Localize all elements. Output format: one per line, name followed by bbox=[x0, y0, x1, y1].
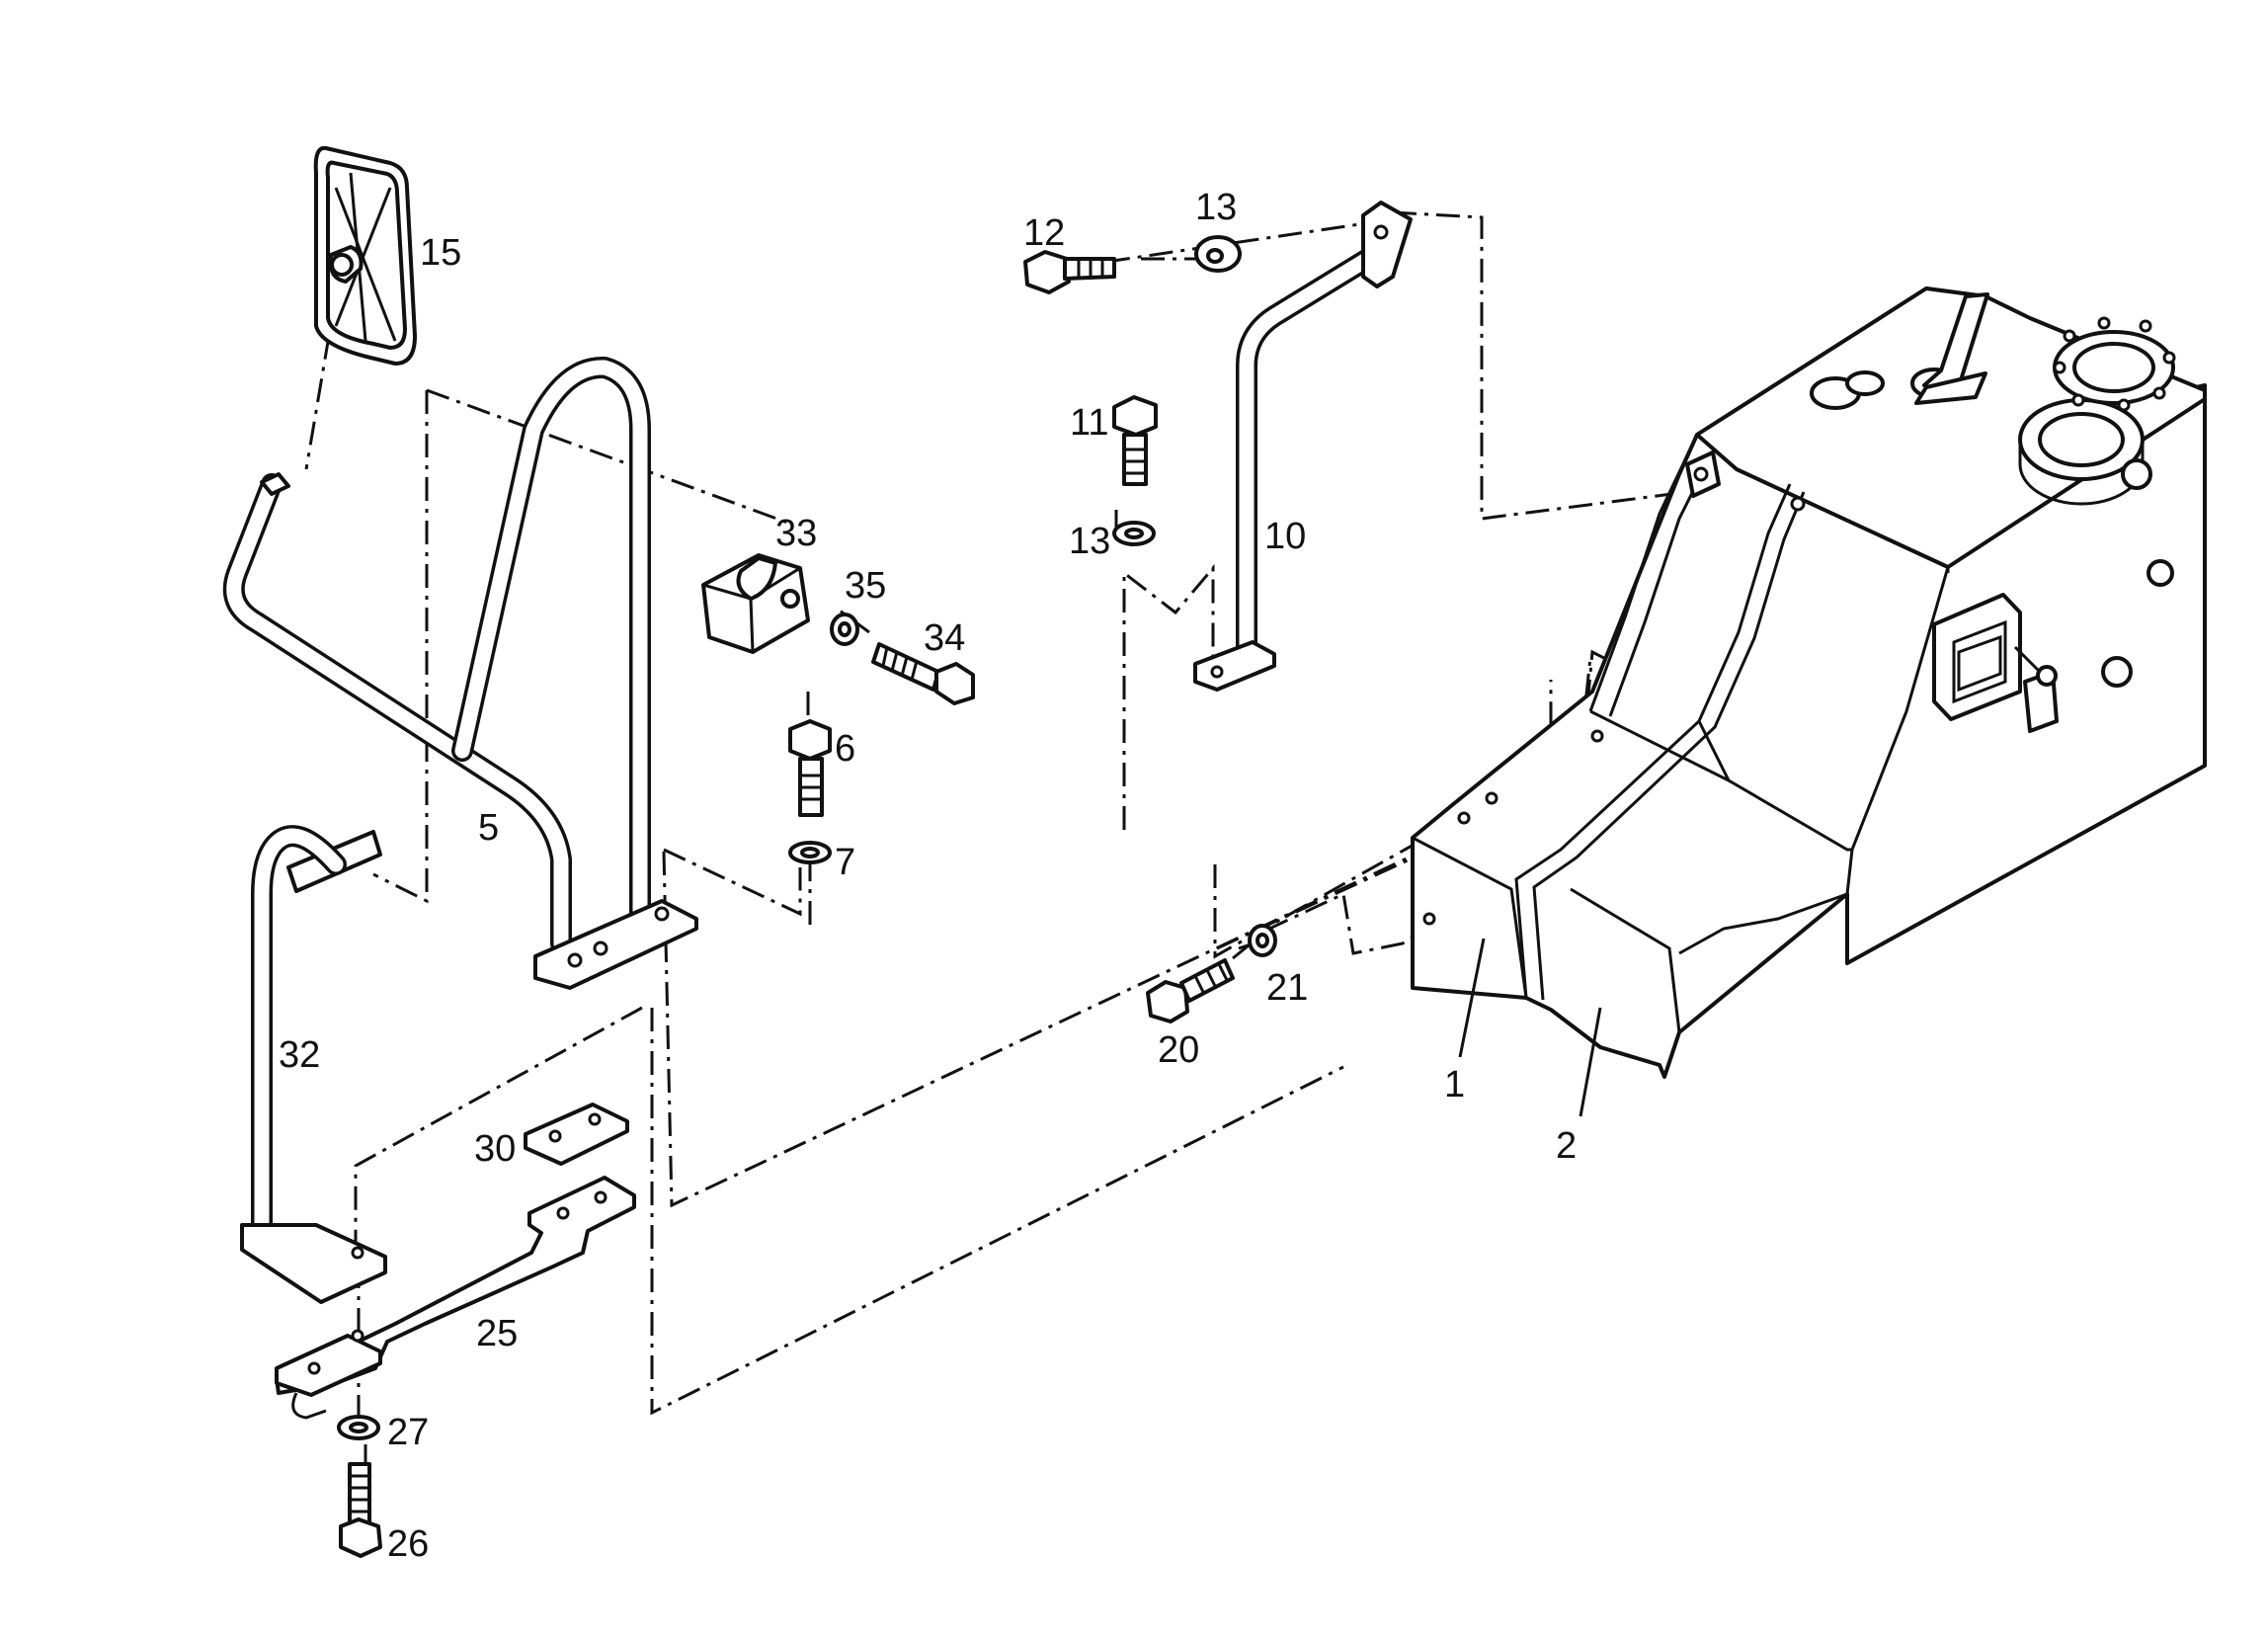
callout-2: 2 bbox=[1556, 1125, 1577, 1167]
callout-21: 21 bbox=[1266, 967, 1308, 1009]
clamp-block bbox=[701, 553, 810, 654]
callout-15: 15 bbox=[420, 232, 461, 274]
bolt-11 bbox=[1112, 395, 1158, 486]
step-stay bbox=[240, 825, 387, 1304]
bolt-26 bbox=[339, 1462, 382, 1558]
callout-33: 33 bbox=[775, 513, 817, 554]
callout-6: 6 bbox=[835, 728, 855, 770]
washer-7 bbox=[788, 841, 832, 864]
support-arm bbox=[1193, 201, 1413, 692]
mirror-head bbox=[313, 145, 417, 366]
bolt-6 bbox=[788, 719, 832, 817]
callout-5: 5 bbox=[478, 807, 499, 849]
callout-12: 12 bbox=[1023, 212, 1065, 254]
callout-11: 11 bbox=[1070, 402, 1108, 444]
callout-labels: 15 12 13 11 13 10 33 35 34 6 7 5 32 30 2… bbox=[279, 187, 1577, 1565]
bolt-20 bbox=[1146, 958, 1235, 1023]
callout-26: 26 bbox=[387, 1523, 429, 1565]
callout-leaders bbox=[1458, 938, 1602, 1117]
washer-13-lower bbox=[1112, 521, 1156, 546]
washer-21 bbox=[1248, 924, 1277, 957]
callout-30: 30 bbox=[474, 1128, 516, 1170]
callout-7: 7 bbox=[835, 842, 855, 883]
frame-side-bolts bbox=[2101, 458, 2174, 688]
callout-27: 27 bbox=[387, 1412, 429, 1453]
callout-25: 25 bbox=[476, 1313, 518, 1354]
bolt-12 bbox=[1023, 250, 1116, 294]
grab-handle bbox=[451, 356, 698, 990]
step-bracket bbox=[275, 1176, 636, 1420]
tractor-frame-body bbox=[1411, 286, 2207, 1079]
cover-bolt-holes bbox=[2053, 316, 2176, 412]
callout-1: 1 bbox=[1444, 1064, 1465, 1105]
mirror-arm bbox=[222, 472, 572, 954]
callout-34: 34 bbox=[924, 617, 965, 659]
callout-13-lower: 13 bbox=[1069, 521, 1110, 562]
callout-20: 20 bbox=[1158, 1029, 1199, 1071]
washer-13-upper bbox=[1194, 235, 1242, 273]
callout-10: 10 bbox=[1264, 516, 1306, 557]
callout-13-upper: 13 bbox=[1195, 187, 1237, 228]
washer-27 bbox=[337, 1415, 380, 1440]
callout-32: 32 bbox=[279, 1034, 320, 1076]
bolt-34 bbox=[871, 642, 975, 705]
washer-35 bbox=[830, 613, 859, 646]
callout-35: 35 bbox=[845, 565, 886, 607]
plate-30 bbox=[524, 1103, 629, 1166]
